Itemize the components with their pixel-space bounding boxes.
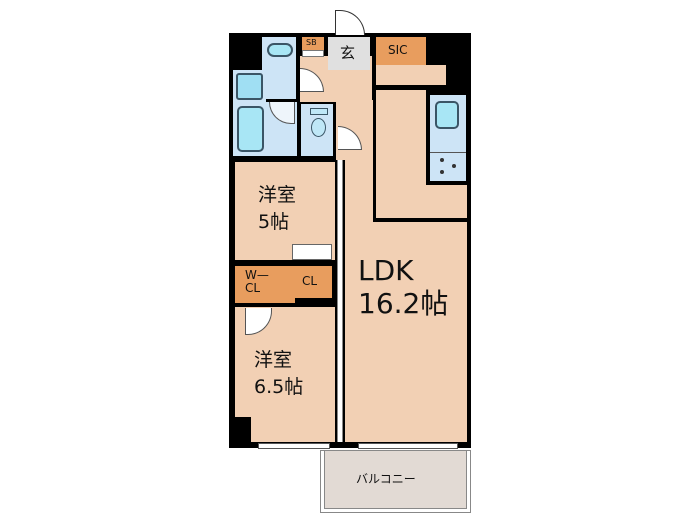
western-room-2 [251,307,335,442]
closet-label: CL [302,274,318,288]
bathtub-icon [237,106,264,152]
kitchen-aisle [426,185,467,218]
closet-doors[interactable] [292,244,332,260]
entrance: 玄 [328,37,370,70]
western-room-1-size: 5帖 [258,211,290,233]
balcony [324,450,467,509]
entrance-label: 玄 [340,44,356,62]
western-room-2-name: 洋室 [254,349,293,371]
window-ldk [358,443,458,449]
closet: CL [290,266,332,298]
wash-basin-icon [267,43,293,57]
shoe-box-label: SB [306,38,317,47]
shoe-box: SB [302,37,324,50]
kitchen-sink-icon [435,101,459,129]
kitchen-floor [376,90,426,218]
burner-3-icon [440,170,444,174]
ldk-size: 16.2帖 [358,287,449,320]
toilet-icon [311,118,326,137]
sic-label: SIC [388,43,408,57]
western-room-1 [235,162,335,260]
stove-icon [430,152,466,181]
ldk-name: LDK [358,254,414,287]
ldk-room [345,222,467,442]
burner-1-icon [440,158,444,162]
toilet-tank-icon [310,108,328,115]
shoe-box-doors[interactable] [302,50,324,57]
window-western-room-2 [258,443,330,449]
burner-2-icon [452,164,456,168]
western-room-1-name: 洋室 [258,184,297,206]
balcony-label: バルコニー [356,472,416,486]
walk-in-closet-label: W— CL [245,268,269,296]
shoes-in-closet: SIC [376,37,426,65]
ldk-upper [345,160,373,222]
washing-machine-icon [236,73,263,100]
sliding-partition[interactable] [337,160,343,442]
walk-in-closet: W— CL [235,266,295,303]
entrance-door[interactable] [335,10,365,35]
sic-shelf [376,65,446,85]
western-room-2-size: 6.5帖 [254,376,304,398]
